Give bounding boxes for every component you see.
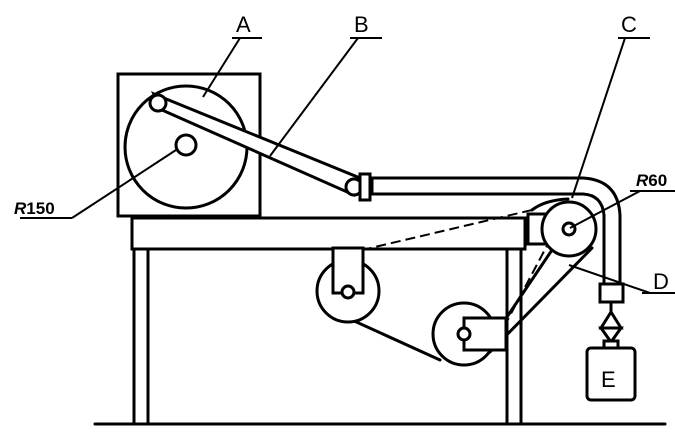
label-d: D <box>653 269 669 294</box>
idler-bottom-axle <box>456 326 472 342</box>
label-a: A <box>236 12 251 37</box>
label-b: B <box>354 12 369 37</box>
label-r60-prefix: R <box>636 171 649 190</box>
table-top <box>130 216 527 251</box>
label-r150: R150 <box>14 199 55 218</box>
pulley-c-axle <box>561 221 577 237</box>
label-c: C <box>621 12 637 37</box>
clamp-plate <box>358 172 372 202</box>
weight-e <box>585 346 637 402</box>
label-r150-value: 150 <box>26 199 54 218</box>
label-e: E <box>601 367 616 392</box>
idler-left-axle <box>340 284 356 300</box>
label-r150-prefix: R <box>14 199 27 218</box>
label-r60-value: 60 <box>648 171 667 190</box>
hanger-triangle-top <box>598 309 624 330</box>
drive-wheel-hub <box>174 133 198 157</box>
crank-pin <box>148 93 168 113</box>
leader-lines <box>20 37 675 294</box>
label-r60: R60 <box>636 171 667 190</box>
rod-end-block <box>598 282 625 304</box>
hanger-triangle-bottom <box>598 326 624 345</box>
